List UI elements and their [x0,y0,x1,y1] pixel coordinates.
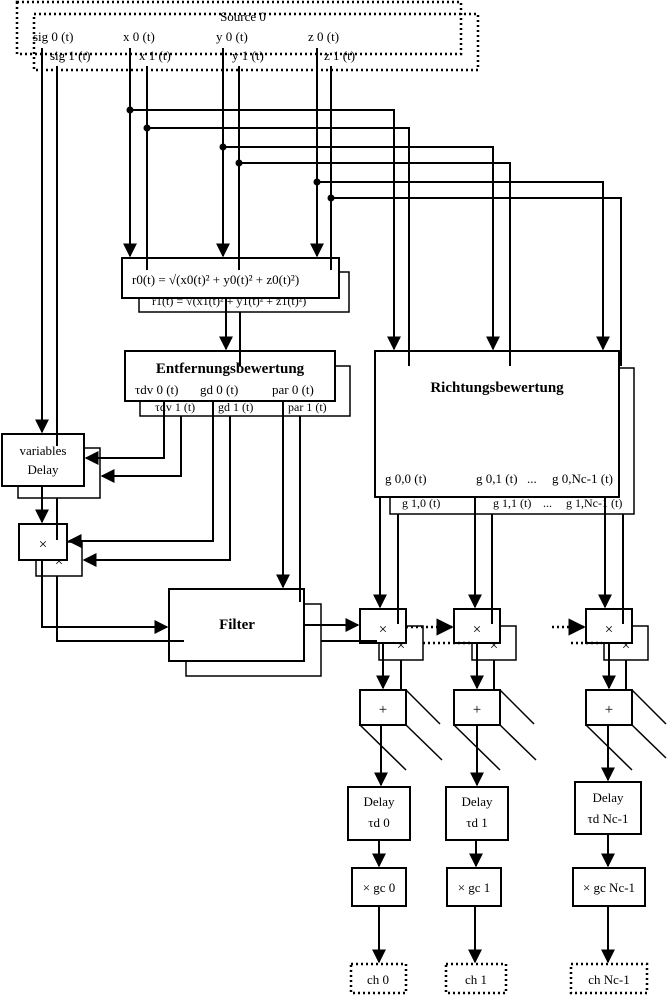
ch1-output-box [444,962,508,995]
left-multiplier-symbol-0: × [39,537,47,553]
ch1-delay-param: τd 1 [466,815,487,830]
left-multiplier-symbol-1: × [55,554,63,570]
ch1-gain-box [446,867,502,907]
ch0-adder-box [359,689,407,726]
entfernung-box-0 [124,350,336,402]
chn-adder-symbol: + [605,702,613,718]
chn-delay-param: τd Nc-1 [588,811,629,826]
ch0-adder-symbol: + [379,702,387,718]
source-1-box [32,12,480,72]
richtung-out-0-dots: ... [527,471,537,486]
variable-delay-line1: variables [20,443,67,458]
source-signal-y0: y 0 (t) [216,29,248,44]
entfernung-out-1-par: par 1 (t) [288,400,327,414]
source-title: Source 0 [220,9,266,24]
richtung-out-0-1: g 0,1 (t) [476,471,518,486]
source-signal-y1: y 1 (t) [232,48,264,63]
ch0-delay-title: Delay [363,794,395,809]
ch1-output-label: ch 1 [465,972,487,987]
richtung-out-1-0: g 1,0 (t) [402,496,440,510]
chn-adder-box [585,689,633,726]
chn-gain-box [572,867,646,907]
richtung-out-1-nc: g 1,Nc-1 (t) [566,496,622,510]
filter-box-0 [168,588,305,662]
source-signal-x0: x 0 (t) [123,29,155,44]
source-signal-x1: x 1 (t) [139,48,171,63]
richtung-out-1-dots: ... [543,496,552,510]
chn-gain-label: × gc Nc-1 [583,880,635,895]
ch1-delay-title: Delay [461,794,493,809]
distance-box-0 [121,257,340,299]
entfernung-out-1-tdv: τdv 1 (t) [155,400,195,414]
entfernung-out-0-tdv: τdv 0 (t) [135,382,179,397]
ch0-output-box [349,962,408,995]
richtung-out-1-1: g 1,1 (t) [493,496,531,510]
chn-multiplier-symbol-1: × [622,638,630,654]
richtung-title: Richtungsbewertung [430,380,564,396]
ch0-gain-label: × gc 0 [363,880,396,895]
source-signal-z1: z 1 (t) [324,48,355,63]
source-signal-sig1: sig 1 (t) [50,48,90,63]
ch0-delay-param: τd 0 [368,815,389,830]
ch0-multiplier-symbol-0: × [379,622,387,638]
richtung-out-0-nc: g 0,Nc-1 (t) [552,471,613,486]
ch1-adder-box [453,689,501,726]
entfernung-out-1-gd: gd 1 (t) [218,400,253,414]
source-0-box [15,0,463,56]
chn-multiplier-box-0 [585,608,633,644]
source-signal-z0: z 0 (t) [308,29,339,44]
richtung-out-0-0: g 0,0 (t) [385,471,427,486]
entfernung-out-0-gd: gd 0 (t) [200,382,238,397]
variable-delay-line2: Delay [27,462,59,477]
chn-output-label: ch Nc-1 [588,972,630,987]
signal-lines [35,48,627,964]
ch1-gain-label: × gc 1 [458,880,491,895]
chn-multiplier-symbol-0: × [605,622,613,638]
ch1-adder-symbol: + [473,702,481,718]
variable-delay-box-0 [1,433,85,487]
left-multiplier-box-0 [18,523,68,561]
richtung-box-0 [374,350,620,498]
ch0-gain-box [351,867,407,907]
ch1-delay-box [445,786,509,841]
ch0-output-label: ch 0 [367,972,389,987]
ch0-multiplier-symbol-1: × [397,638,405,654]
ch1-multiplier-symbol-0: × [473,622,481,638]
chn-delay-title: Delay [592,790,624,805]
distance-formula-0: r0(t) = √(x0(t)² + y0(t)² + z0(t)²) [132,272,299,287]
chn-output-box [569,962,649,995]
source-signal-sig0: sig 0 (t) [33,29,73,44]
filter-label: Filter [219,617,255,633]
entfernung-title: Entfernungsbewertung [156,361,305,377]
ch1-multiplier-symbol-1: × [490,638,498,654]
entfernung-out-0-par: par 0 (t) [272,382,314,397]
chn-delay-box [574,781,642,835]
